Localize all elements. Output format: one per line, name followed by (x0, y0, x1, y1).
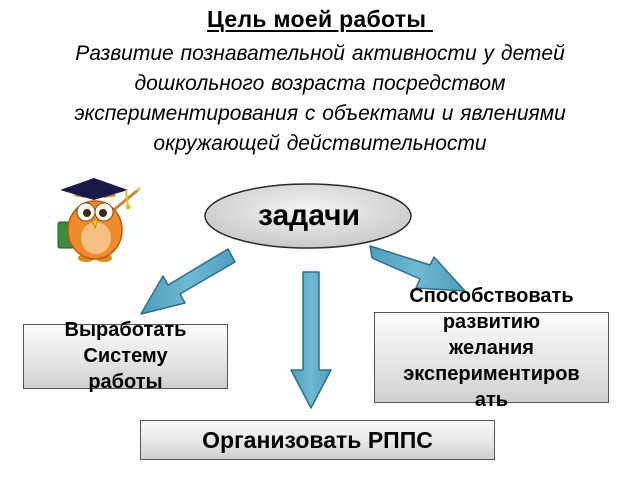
task-left-text: Выработать Систему работы (23, 317, 228, 395)
task-box-bottom (140, 420, 495, 460)
task-left-line: Систему (83, 345, 168, 367)
goal-text: Развитие познавательной активности у дет… (10, 39, 630, 159)
task-right-line: экспериментиров (403, 363, 580, 385)
arrow-left (140, 248, 236, 315)
goal-line: окружающей действительности (153, 132, 487, 155)
tasks-oval (204, 183, 412, 249)
arrow-down (290, 271, 332, 409)
task-right-line: развитию (442, 311, 541, 333)
goal-line: экспериментирования с объектами и явлени… (74, 102, 566, 125)
goal-line: Развитие познавательной активности у дет… (75, 42, 565, 65)
task-bottom-text: Организовать РППС (202, 427, 433, 453)
task-right-line: ать (474, 389, 509, 411)
professor-owl-icon (57, 178, 141, 262)
tasks-oval-label: задачи (257, 199, 361, 232)
arrow-right (369, 245, 466, 292)
task-right-line: Способствовать (409, 285, 574, 307)
task-right-text: Способствовать развитию желания эксперим… (374, 283, 609, 413)
task-right-line: желания (449, 337, 534, 359)
task-left-line: Выработать (64, 319, 187, 341)
page-title: Цель моей работы (0, 6, 640, 33)
goal-line: дошкольного возраста посредством (134, 72, 506, 95)
task-box-left (23, 324, 228, 389)
task-left-line: работы (88, 371, 163, 393)
title-text: Цель моей работы (206, 6, 433, 32)
task-box-right (374, 312, 609, 403)
